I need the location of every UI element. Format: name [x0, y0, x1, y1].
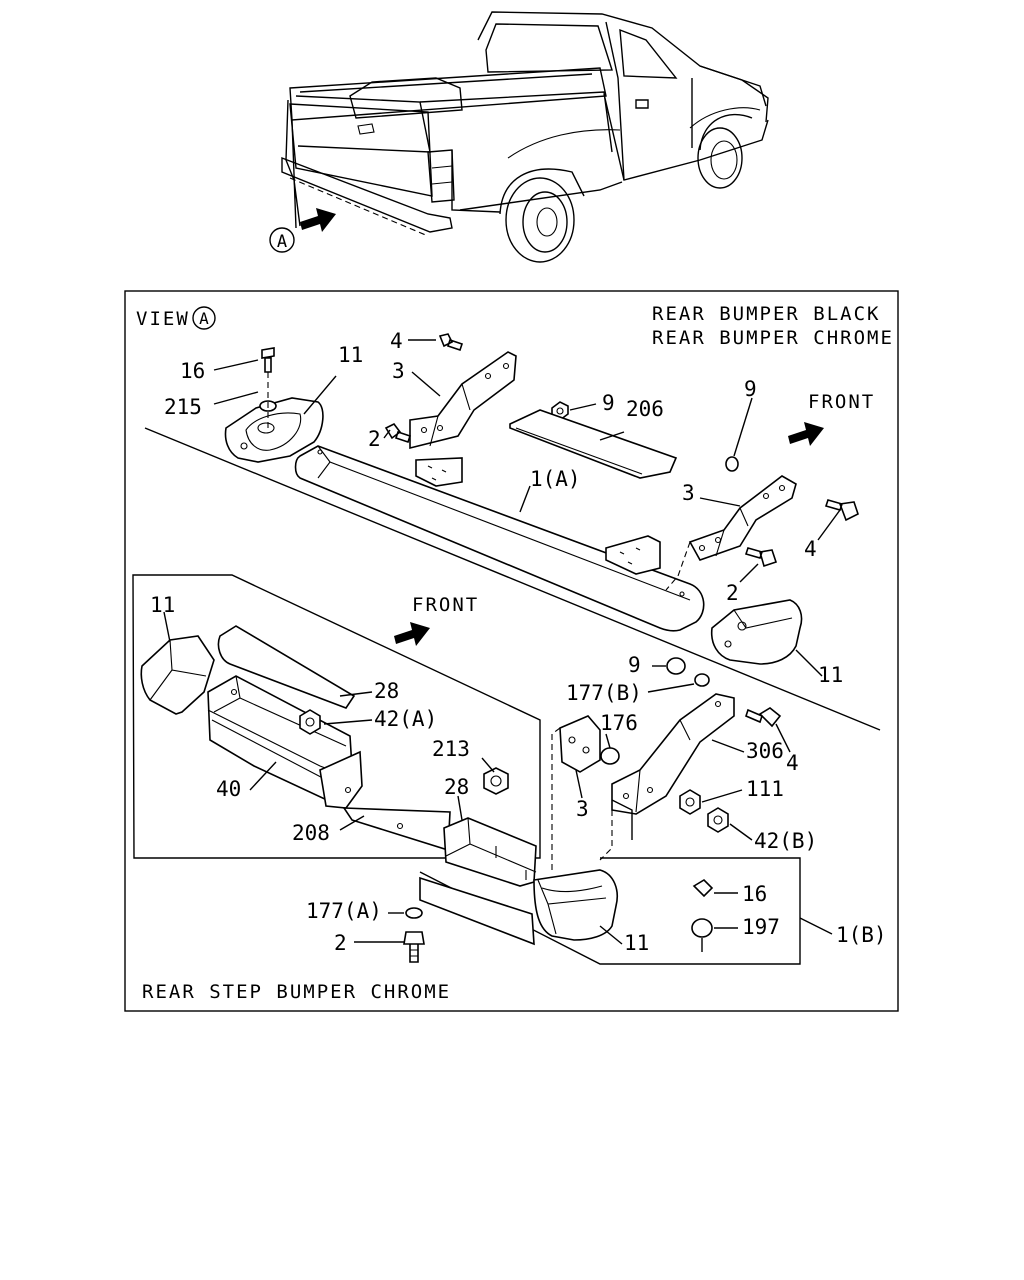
bolt-2-right: [744, 547, 778, 568]
variant-chrome-label: REAR BUMPER CHROME: [652, 327, 894, 349]
view-header-callout-letter: A: [199, 309, 209, 328]
view-header: VIEW A REAR BUMPER BLACK REAR BUMPER CHR…: [136, 303, 894, 1003]
callout-9-top: 9: [602, 391, 615, 415]
bolt-16-upper: [261, 347, 275, 373]
callout-215: 215: [164, 395, 202, 419]
callout-16-low: 16: [742, 882, 767, 906]
nut-42a: [299, 709, 321, 735]
nut-9-right: [725, 456, 739, 472]
callout-176: 176: [600, 711, 638, 735]
nut-213: [483, 767, 509, 795]
bracket-3-right: [688, 475, 797, 561]
bolt-4-right: [824, 499, 859, 522]
step-plate-208: [342, 807, 451, 852]
callout-177a: 177(A): [306, 899, 382, 923]
callout-2-top: 2: [368, 427, 381, 451]
step-bumper-assembly: FRONT: [140, 594, 782, 963]
section-divider-line: [144, 427, 881, 731]
nut-111: [679, 789, 701, 815]
front-arrow-icon-upper: [788, 422, 824, 446]
callout-28-mid: 28: [444, 775, 469, 799]
callout-11-right: 11: [818, 663, 843, 687]
upper-bumper-assembly: FRONT: [224, 333, 875, 665]
callout-3-low: 3: [576, 797, 589, 821]
callout-11-low: 11: [624, 931, 649, 955]
front-label-upper: FRONT: [808, 391, 875, 413]
callout-11-left: 11: [150, 593, 175, 617]
pad-206: [509, 409, 678, 479]
view-label: VIEW: [136, 308, 190, 330]
callout-2-low: 2: [334, 931, 347, 955]
bumper-bar-1a: [294, 445, 705, 632]
front-arrow-icon-lower: [394, 622, 430, 646]
variant-black-label: REAR BUMPER BLACK: [652, 303, 880, 325]
callout-42b: 42(B): [754, 829, 817, 853]
callout-206: 206: [626, 397, 664, 421]
nut-176: [600, 747, 620, 765]
callout-3-right: 3: [682, 481, 695, 505]
callout-labels: 4 3 9 16 215 11 2 206 1(A) 9 3 4 2 11 11…: [150, 329, 887, 955]
callout-4-top: 4: [390, 329, 403, 353]
callout-4-right: 4: [804, 537, 817, 561]
bracket-306: [611, 693, 735, 815]
washer-177a: [405, 907, 423, 919]
view-a-callout-letter: A: [277, 232, 287, 252]
callout-42a: 42(A): [374, 707, 437, 731]
leader-lines: [163, 339, 841, 945]
bracket-3-lower: [559, 715, 601, 773]
callout-1b: 1(B): [836, 923, 887, 947]
bolt-2-upper: [384, 422, 412, 444]
callout-111: 111: [746, 777, 784, 801]
callout-306: 306: [746, 739, 784, 763]
callout-4-low: 4: [786, 751, 799, 775]
step-lower-skirt: [419, 876, 535, 946]
end-cap-enclosure: [419, 857, 801, 965]
bolt-4-upper: [438, 333, 464, 352]
nut-197: [691, 918, 713, 938]
bolt-2-lower: [403, 931, 425, 963]
step-pad-28-top: [217, 625, 356, 709]
bolt-16-lower: [692, 878, 714, 898]
truck-illustration: A: [269, 11, 769, 263]
callout-11-top: 11: [338, 343, 363, 367]
callout-9-low: 9: [628, 653, 641, 677]
callout-3-top: 3: [392, 359, 405, 383]
callout-2-right: 2: [726, 581, 739, 605]
view-header-callout-circle: [192, 306, 216, 330]
callout-40: 40: [216, 777, 241, 801]
view-arrow-icon: [300, 208, 336, 232]
step-bumper-label: REAR STEP BUMPER CHROME: [142, 981, 451, 1003]
front-label-lower: FRONT: [412, 594, 479, 616]
callout-28-top: 28: [374, 679, 399, 703]
view-frame: [124, 290, 899, 1012]
nut-9-lower: [666, 657, 686, 675]
end-cap-upper-right: [710, 599, 803, 665]
nut-42b: [707, 807, 729, 833]
bracket-3-upper: [409, 351, 517, 450]
bolt-4-lower: [745, 707, 782, 728]
callout-213: 213: [432, 737, 470, 761]
view-a-callout-circle: [269, 227, 295, 253]
callout-16-top: 16: [180, 359, 205, 383]
callout-9-right: 9: [744, 377, 757, 401]
callout-197: 197: [742, 915, 780, 939]
callout-1a: 1(A): [530, 467, 581, 491]
step-bumper-enclosure: [132, 574, 541, 859]
callout-208: 208: [292, 821, 330, 845]
callout-177b: 177(B): [566, 681, 642, 705]
washer-177b: [694, 673, 710, 687]
end-cap-lower-left: [140, 635, 215, 715]
